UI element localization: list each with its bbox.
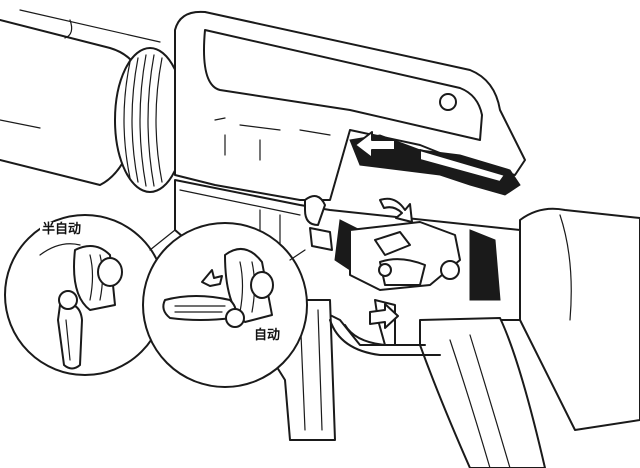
- cutaway-mechanism: [334, 134, 521, 346]
- semi-auto-label: 半自动: [40, 222, 84, 238]
- motion-arrows: [354, 131, 413, 329]
- buttstock: [519, 207, 640, 431]
- inset-leader-1: [149, 229, 176, 251]
- semi-auto-inset: [4, 214, 166, 376]
- full-auto-inset: [142, 222, 308, 388]
- full-auto-label: 自动: [252, 328, 283, 344]
- selector-lever: [304, 195, 333, 251]
- inset-leader-2: [289, 249, 306, 261]
- upper-receiver: [174, 10, 526, 201]
- pistol-grip: [419, 317, 546, 468]
